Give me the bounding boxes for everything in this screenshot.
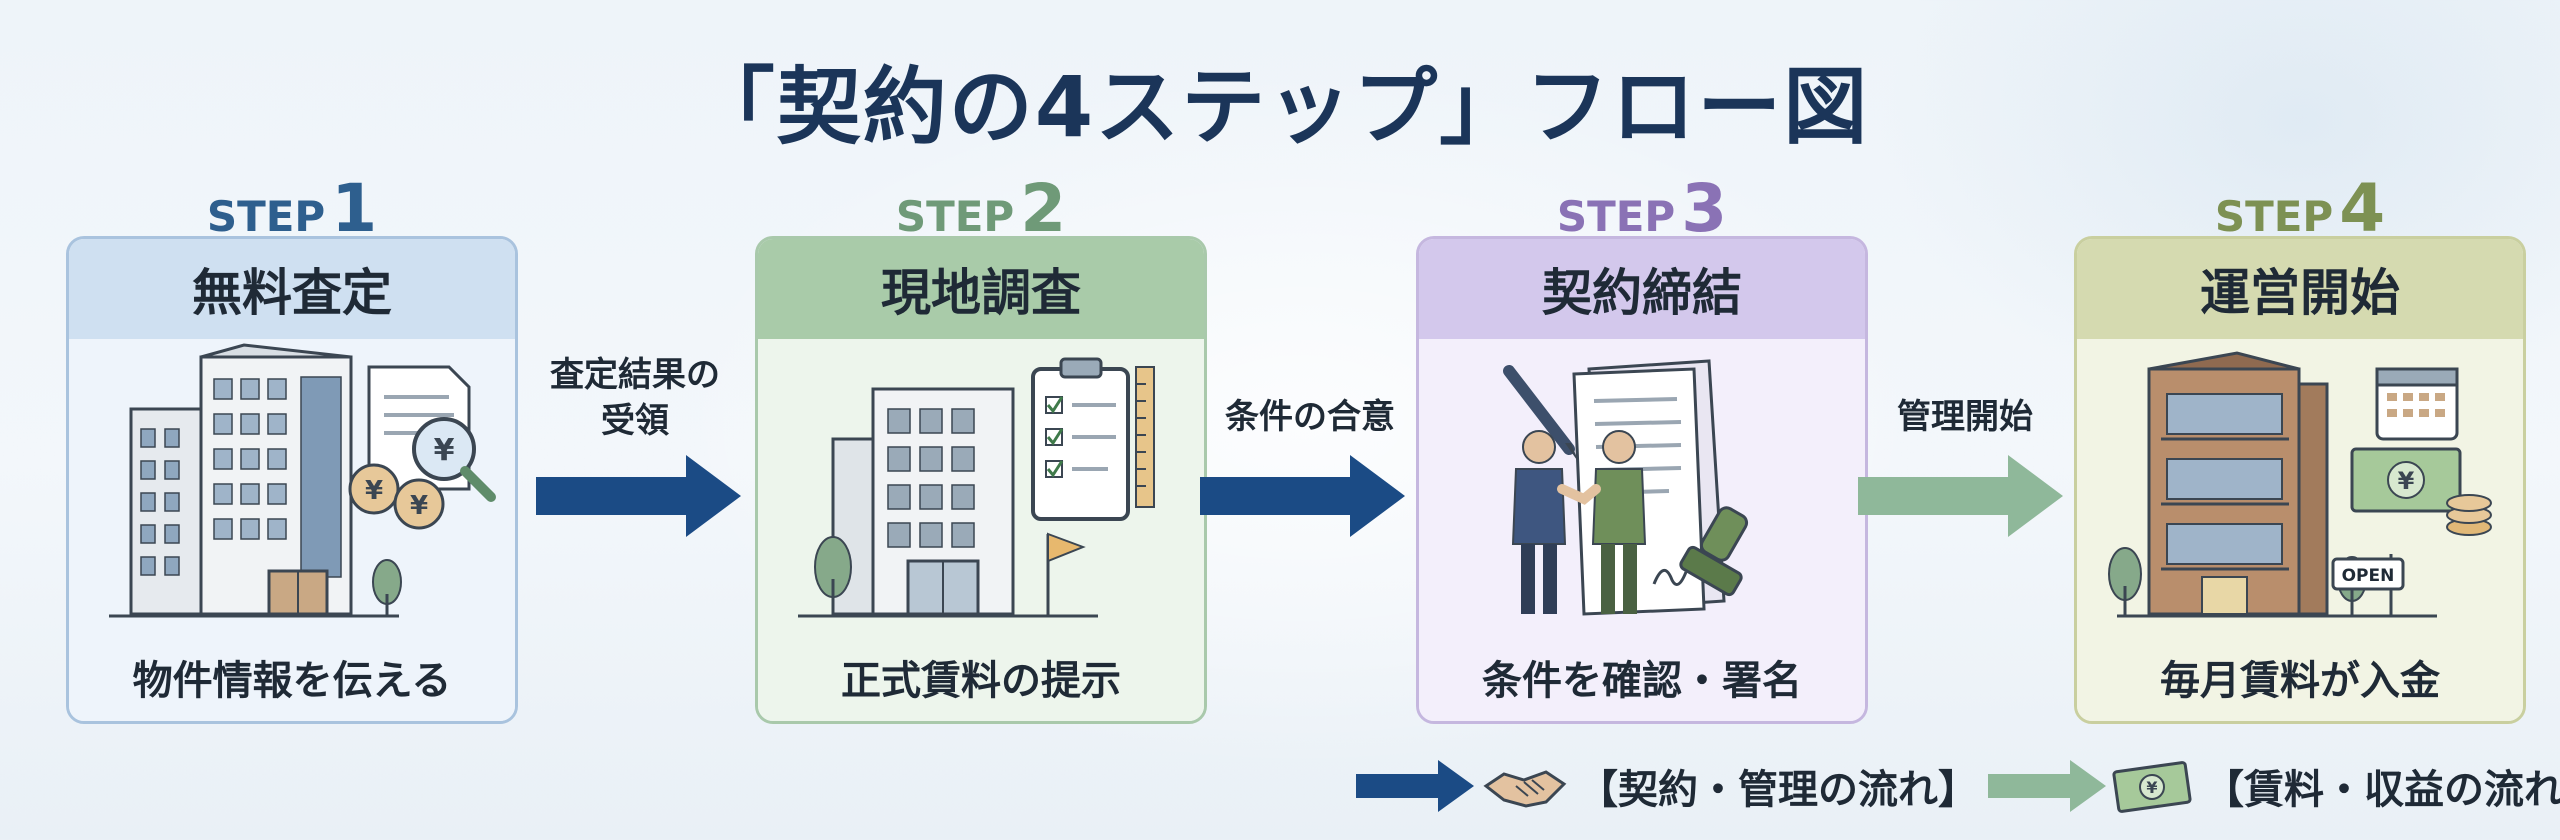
svg-text:¥: ¥ (410, 491, 428, 521)
apartment-icon (2117, 351, 2437, 618)
svg-text:¥: ¥ (434, 433, 455, 468)
connector-1-line-2: 受領 (601, 400, 669, 441)
legend-revenue-text: 【賃料・収益の流れ】 (2204, 767, 2560, 813)
step-4-heading: 運営開始 (2077, 239, 2523, 339)
step-1-body: ¥ ¥ ¥ 物件情報を伝える (69, 339, 515, 721)
handshake-icon (1483, 770, 1567, 808)
connector-2-arrow (1200, 455, 1405, 537)
legend-revenue-flow: ¥ 【賃料・収益の流れ】 (1988, 750, 2560, 822)
step-1-card: 無料査定 (66, 236, 518, 724)
step-4-word: STEP (2214, 192, 2334, 241)
step-2-card: 現地調査 (755, 236, 1207, 724)
svg-text:¥: ¥ (2398, 467, 2415, 495)
step-4-body: ¥ OPEN 毎月賃料が入金 (2077, 339, 2523, 721)
step-3-body: 条件を確認・署名 (1419, 339, 1865, 721)
step-2-number: 2 (1020, 170, 1067, 247)
page-title: 「契約の4ステップ」フロー図 (690, 58, 1870, 156)
office-building-icon (109, 343, 399, 618)
connector-2-label: 条件の合意 (1200, 395, 1420, 441)
step-4-label: STEP4 (2070, 170, 2530, 247)
step-1-number: 1 (331, 170, 378, 247)
step-4-illustration: ¥ OPEN (2108, 351, 2492, 618)
step-2-label: STEP2 (751, 170, 1211, 247)
connector-1-line-1: 査定結果の (550, 355, 720, 395)
step-1-label: STEP1 (62, 170, 522, 247)
open-sign-icon: OPEN (2331, 554, 2405, 616)
connector-1-arrow (536, 455, 741, 537)
step-1-heading: 無料査定 (69, 239, 515, 339)
step-4-card: 運営開始 (2074, 236, 2526, 724)
step-2-illustration (798, 357, 1155, 618)
pen-icon (1503, 365, 1579, 463)
yen-coins-icon: ¥ ¥ (348, 463, 445, 530)
step-1-illustration: ¥ ¥ ¥ (109, 343, 496, 618)
coin-stack-icon (2446, 494, 2492, 536)
handshake-people-icon (1511, 430, 1647, 614)
legend-contract-arrow (1356, 760, 1474, 812)
step-3-word: STEP (1556, 192, 1676, 241)
step-3-number: 3 (1681, 170, 1728, 247)
step-4-number: 4 (2339, 170, 2386, 247)
step-1-caption: 物件情報を伝える (132, 657, 452, 704)
step-3-heading: 契約締結 (1419, 239, 1865, 339)
yen-banknote-icon: ¥ (2350, 447, 2462, 513)
step-1-word: STEP (206, 192, 326, 241)
connector-1-label: 査定結果の 受領 (525, 353, 745, 445)
tree-icon (814, 536, 852, 616)
yen-banknote-icon: ¥ (2112, 761, 2192, 813)
legend-contract-text: 【契約・管理の流れ】 (1578, 767, 1978, 813)
clipboard-checklist-icon (1031, 357, 1130, 521)
legend-contract-flow: 【契約・管理の流れ】 (1356, 750, 1978, 822)
step-3-illustration (1503, 359, 1749, 616)
step-3-card: 契約締結 (1416, 236, 1868, 724)
svg-text:OPEN: OPEN (2342, 566, 2395, 586)
step-3-label: STEP3 (1412, 170, 1872, 247)
connector-3-arrow (1858, 455, 2063, 537)
step-2-body: 正式賃料の提示 (758, 339, 1204, 721)
svg-text:¥: ¥ (365, 476, 383, 506)
step-3-caption: 条件を確認・署名 (1482, 657, 1802, 704)
step-2-word: STEP (895, 192, 1015, 241)
svg-text:¥: ¥ (2146, 778, 2157, 797)
step-2-caption: 正式賃料の提示 (841, 657, 1121, 704)
step-2-heading: 現地調査 (758, 239, 1204, 339)
flag-icon (1046, 532, 1086, 616)
step-4-caption: 毎月賃料が入金 (2160, 657, 2440, 704)
stamp-icon (1679, 506, 1749, 597)
ruler-icon (1135, 366, 1155, 508)
connector-3-line-1: 管理開始 (1897, 397, 2033, 437)
magnifier-yen-icon: ¥ (412, 417, 496, 502)
legend-revenue-arrow (1988, 760, 2106, 812)
connector-2-line-1: 条件の合意 (1225, 397, 1395, 437)
building-icon (798, 387, 1098, 618)
tree-icon (372, 559, 402, 616)
connector-3-label: 管理開始 (1855, 395, 2075, 441)
calendar-icon (2375, 367, 2459, 441)
